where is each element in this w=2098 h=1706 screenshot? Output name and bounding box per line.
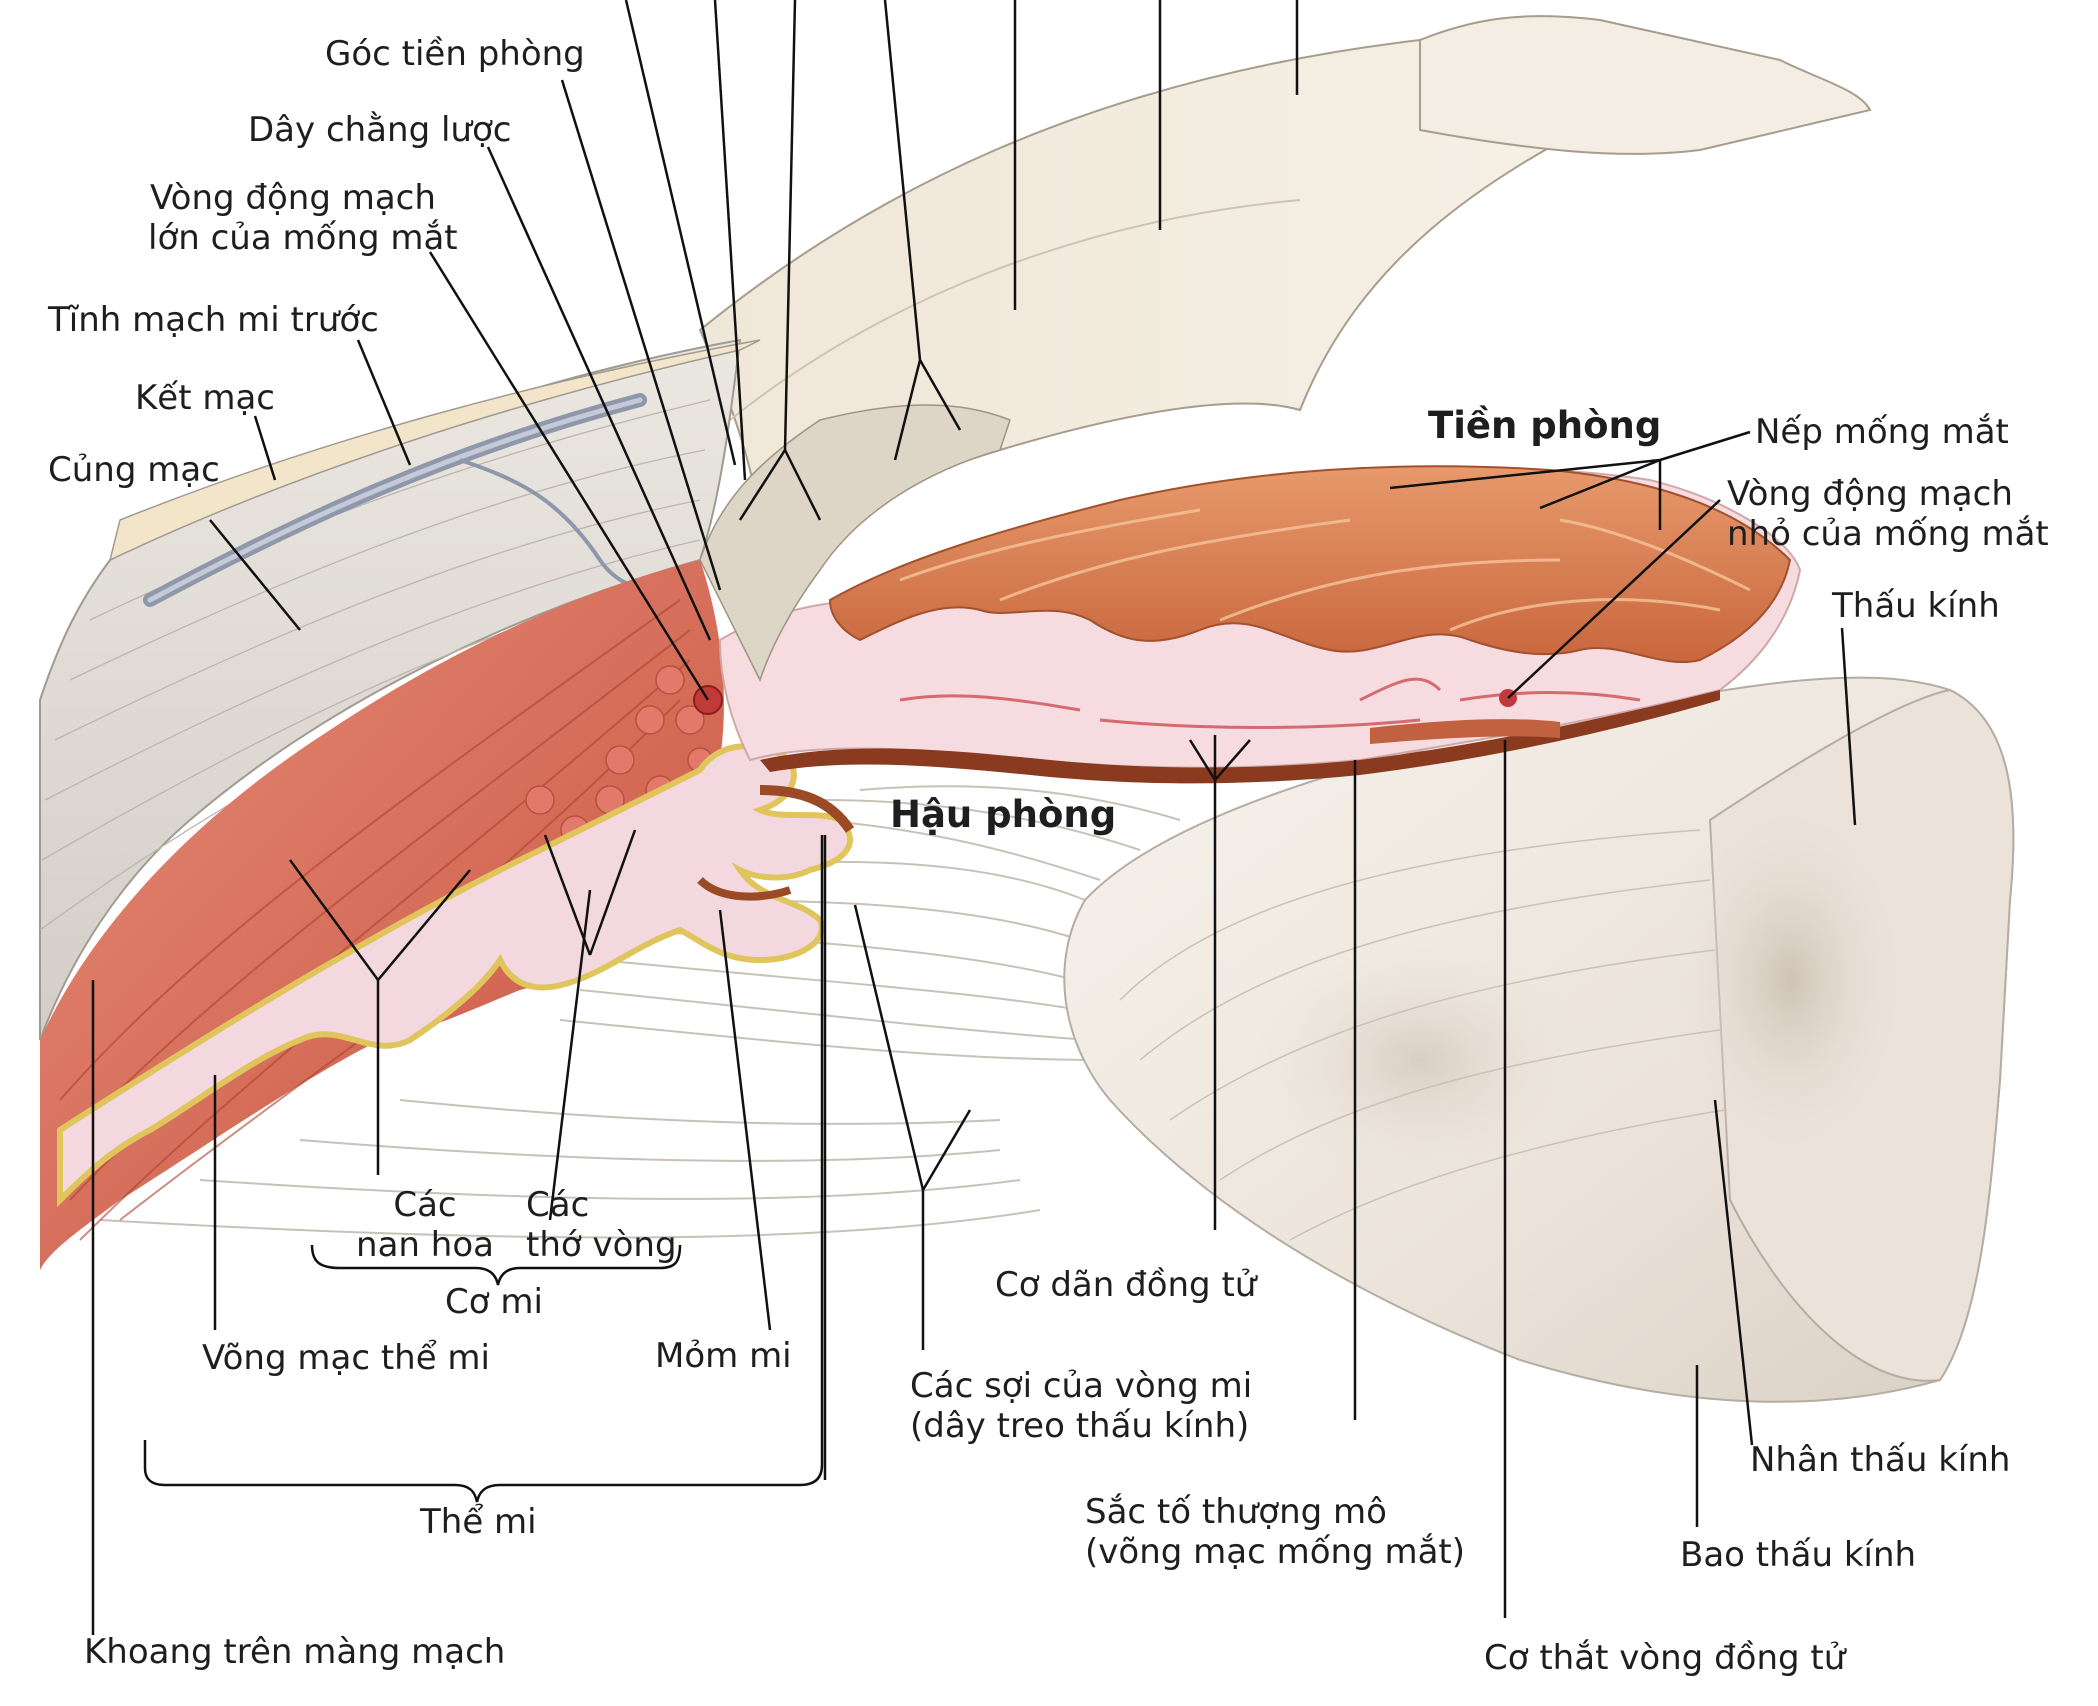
- sphincter-muscle: [1370, 719, 1560, 744]
- label-the-mi: Thể mi: [420, 1502, 537, 1542]
- leader-lines: [91, 0, 1857, 1635]
- label-goc-tien-phong: Góc tiền phòng: [325, 34, 585, 74]
- label-khoang-tren-mang-mach: Khoang trên màng mạch: [84, 1632, 506, 1672]
- label-sac-to-thuong-mo: Sắc tố thượng mô (võng mạc mống mắt): [1085, 1492, 1465, 1572]
- label-vong-dong-mach-nho: Vòng động mạch nhỏ của mống mắt: [1727, 474, 2049, 554]
- iris-pigment-epithelium: [760, 690, 1720, 784]
- label-cac-tho-vong: Các thớ vòng: [526, 1185, 677, 1265]
- label-cac-nan-hoa: Các nan hoa: [356, 1185, 494, 1265]
- braces: [143, 835, 824, 1503]
- label-tien-phong: Tiền phòng: [1428, 404, 1662, 447]
- label-thau-kinh: Thấu kính: [1832, 586, 2000, 626]
- label-mom-mi: Mỏm mi: [655, 1336, 792, 1376]
- label-vong-dong-mach-lon: Vòng động mạch lớn của mống mắt: [148, 178, 458, 258]
- label-tinh-mach-mi-truoc: Tĩnh mạch mi trước: [48, 300, 379, 340]
- label-bao-thau-kinh: Bao thấu kính: [1680, 1535, 1917, 1575]
- label-hau-phong: Hậu phòng: [890, 793, 1117, 836]
- label-co-mi: Cơ mi: [445, 1282, 543, 1322]
- label-nep-mong-mat: Nếp mống mắt: [1755, 412, 2009, 452]
- label-vong-mac-the-mi: Võng mạc thể mi: [202, 1338, 490, 1378]
- iris: [693, 465, 1802, 784]
- label-co-dan-dong-tu: Cơ dãn đồng tử: [995, 1265, 1257, 1305]
- lens: [1063, 676, 2015, 1403]
- label-ket-mac: Kết mạc: [135, 378, 276, 418]
- label-co-that-vong-dong-tu: Cơ thắt vòng đồng tử: [1484, 1638, 1846, 1678]
- conjunctiva: [108, 339, 761, 562]
- label-cung-mac: Củng mạc: [48, 450, 220, 490]
- trabecular-meshwork: [699, 404, 1011, 682]
- iris-anterior-surface: [828, 465, 1792, 664]
- ciliary-processes: [57, 743, 855, 1208]
- label-day-chang-luoc: Dây chằng lược: [248, 110, 512, 150]
- label-cac-soi-vong-mi: Các sợi của vòng mi (dây treo thấu kính): [910, 1366, 1253, 1446]
- label-nhan-thau-kinh: Nhân thấu kính: [1750, 1440, 2011, 1480]
